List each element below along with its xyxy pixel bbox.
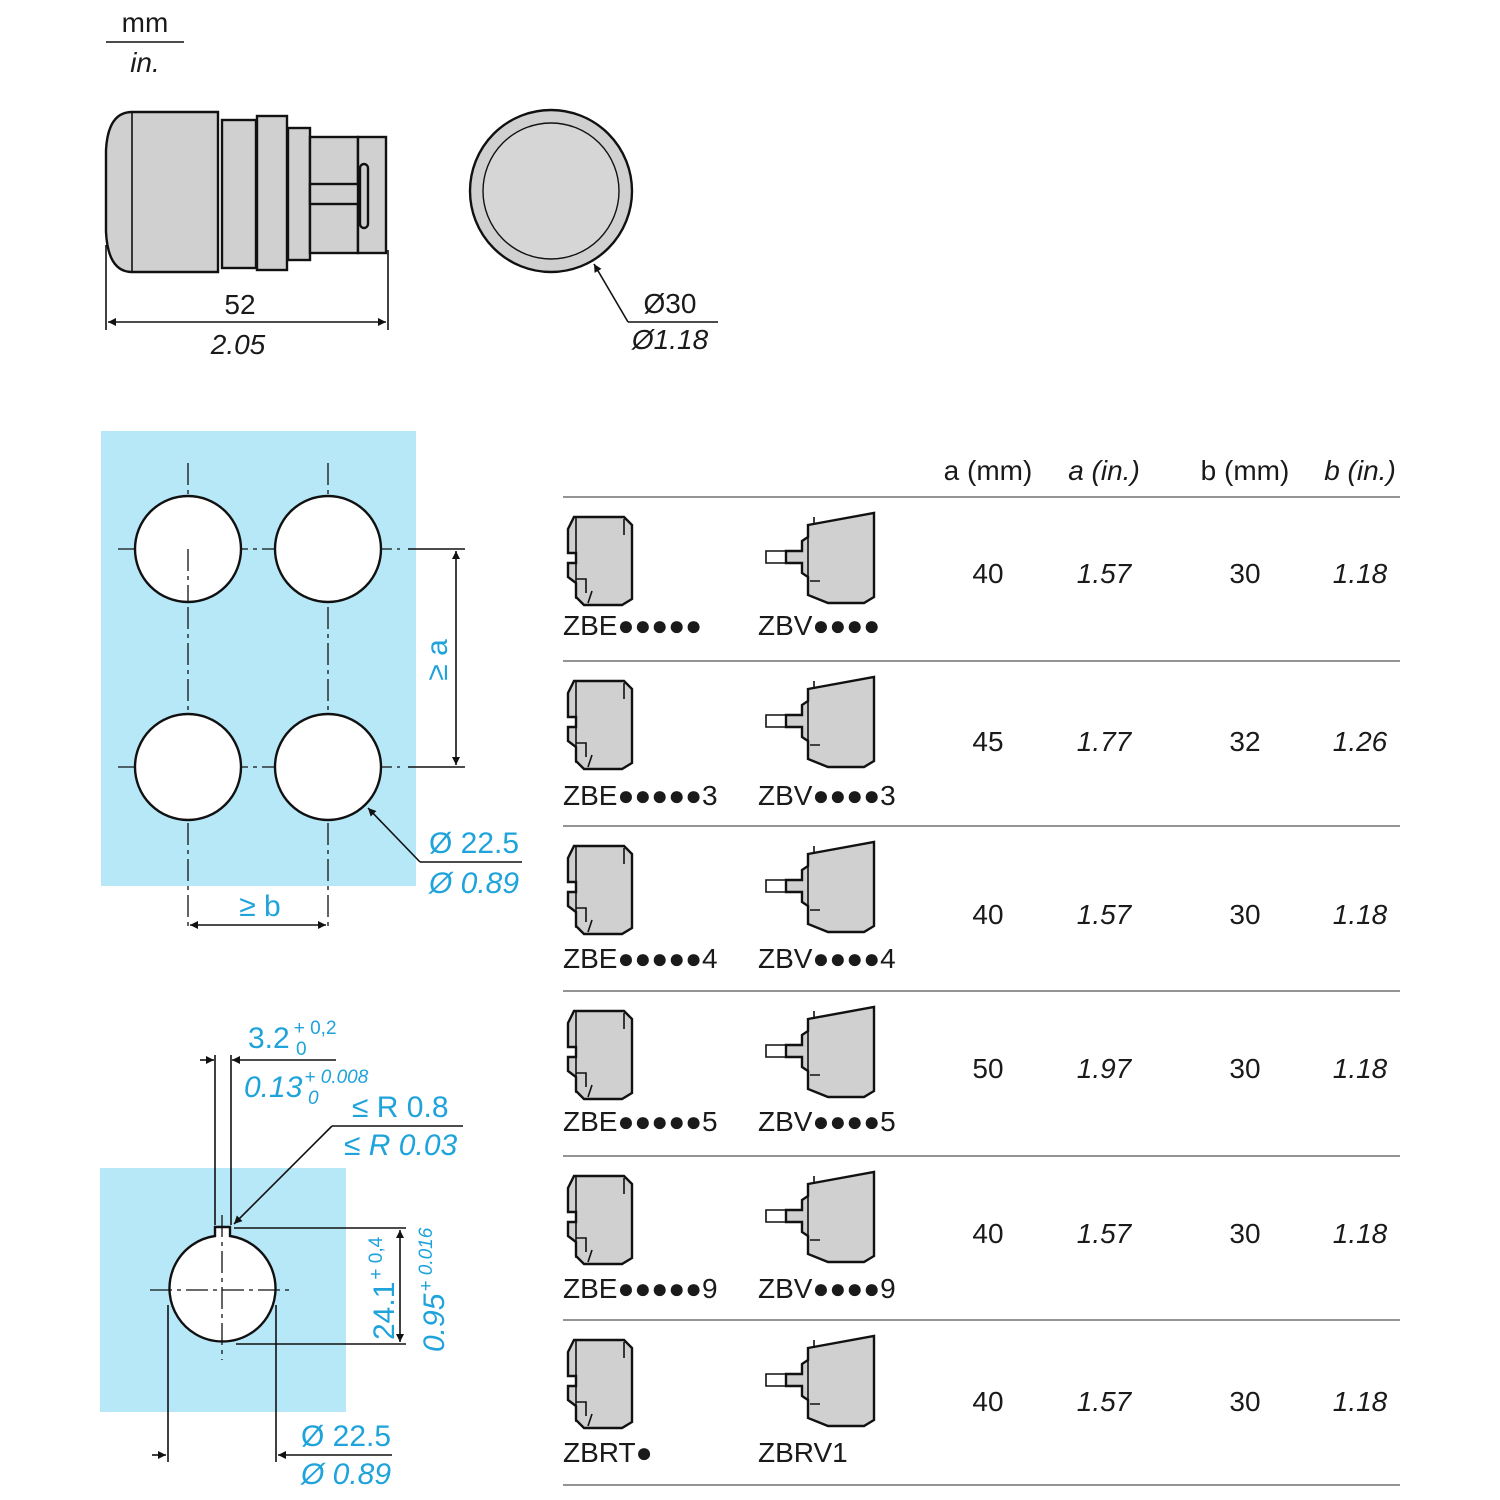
a-in-cell: 1.57 (1077, 1386, 1133, 1417)
b-in-cell: 1.18 (1333, 1386, 1388, 1417)
table-row: ZBE●●●●●5 ZBV●●●●5 50 1.97 30 1.18 (563, 1005, 1400, 1157)
spacing-b-label: ≥ b (239, 890, 280, 923)
contact-block-zbe-icon (566, 1338, 634, 1430)
contact-block-zbv-icon (764, 840, 876, 934)
b-mm-cell: 30 (1229, 1386, 1260, 1417)
front-diameter-in: Ø1.18 (631, 324, 709, 355)
block2-reference: ZBV●●●●3 (758, 780, 896, 811)
pushbutton-front-view (468, 108, 634, 274)
cutout-hole-mm: Ø 22.5 (301, 1420, 391, 1453)
table-row: ZBE●●●●●9 ZBV●●●●9 40 1.57 30 1.18 (563, 1170, 1400, 1321)
layout-hole-in: Ø 0.89 (428, 867, 519, 900)
block2-reference: ZBV●●●● (758, 610, 880, 641)
a-in-cell: 1.97 (1077, 1053, 1133, 1084)
header-a-mm: a (mm) (944, 455, 1033, 486)
header-a-in: a (in.) (1068, 455, 1140, 486)
panel-cutout-drawing (100, 1168, 346, 1412)
contact-block-zbe-icon (566, 679, 634, 771)
a-in-cell: 1.57 (1077, 899, 1133, 930)
header-b-in: b (in.) (1324, 455, 1396, 486)
a-mm-cell: 40 (972, 1386, 1003, 1417)
b-mm-cell: 30 (1229, 558, 1260, 589)
front-diameter-mm: Ø30 (644, 288, 697, 319)
unit-in: in. (130, 47, 160, 78)
block2-reference: ZBV●●●●5 (758, 1106, 896, 1137)
table-row: ZBE●●●●●4 ZBV●●●●4 40 1.57 30 1.18 (563, 840, 1400, 992)
block1-reference: ZBE●●●●●4 (563, 943, 718, 974)
table-row: ZBRT● ZBRV1 40 1.57 30 1.18 (563, 1334, 1400, 1486)
a-mm-cell: 40 (972, 1218, 1003, 1249)
a-mm-cell: 40 (972, 899, 1003, 930)
block1-reference: ZBE●●●●●5 (563, 1106, 718, 1137)
key-width-in-tol-lower: 0 (308, 1088, 319, 1109)
cutout-height-in: 0.95+ 0.016 (416, 1227, 451, 1352)
layout-hole-mm: Ø 22.5 (429, 827, 519, 860)
block2-reference: ZBV●●●●4 (758, 943, 896, 974)
contact-block-zbv-icon (764, 675, 876, 769)
b-in-cell: 1.26 (1333, 726, 1388, 757)
radius-mm: ≤ R 0.8 (352, 1091, 449, 1124)
length-in: 2.05 (210, 329, 266, 360)
contact-block-zbv-icon (764, 1170, 876, 1264)
header-b-mm: b (mm) (1201, 455, 1290, 486)
mounting-layout-drawing (101, 431, 416, 930)
spacing-a-label: ≥ a (421, 639, 454, 681)
a-in-cell: 1.77 (1077, 726, 1133, 757)
radius-in: ≤ R 0.03 (344, 1129, 458, 1162)
block1-reference: ZBE●●●●●3 (563, 780, 718, 811)
block1-reference: ZBE●●●●● (563, 610, 702, 641)
cutout-height-mm: 24.1+ 0,4 (366, 1236, 401, 1340)
b-in-cell: 1.18 (1333, 899, 1388, 930)
contact-block-zbe-icon (566, 844, 634, 936)
key-width-mm: 3.2+ 0,2 (248, 1018, 337, 1055)
table-row: ZBE●●●●●3 ZBV●●●●3 45 1.77 32 1.26 (563, 675, 1400, 827)
b-in-cell: 1.18 (1333, 1053, 1388, 1084)
table-row: ZBE●●●●● ZBV●●●● 40 1.57 30 1.18 (563, 511, 1400, 662)
b-mm-cell: 32 (1229, 726, 1260, 757)
a-mm-cell: 45 (972, 726, 1003, 757)
a-mm-cell: 40 (972, 558, 1003, 589)
a-in-cell: 1.57 (1077, 558, 1133, 589)
key-width-in: 0.13+ 0.008 (244, 1067, 369, 1104)
contact-block-zbe-icon (566, 1009, 634, 1101)
block2-reference: ZBV●●●●9 (758, 1273, 896, 1304)
length-mm: 52 (224, 289, 255, 320)
b-mm-cell: 30 (1229, 899, 1260, 930)
contact-block-zbv-icon (764, 511, 876, 605)
b-mm-cell: 30 (1229, 1053, 1260, 1084)
contact-block-zbv-icon (764, 1005, 876, 1099)
b-in-cell: 1.18 (1333, 558, 1388, 589)
b-mm-cell: 30 (1229, 1218, 1260, 1249)
block1-reference: ZBE●●●●●9 (563, 1273, 718, 1304)
contact-block-zbe-icon (566, 515, 634, 607)
table-header: a (mm) a (in.) b (mm) b (in.) (944, 455, 1396, 486)
block1-reference: ZBRT● (563, 1437, 653, 1468)
key-width-mm-tol-lower: 0 (296, 1039, 307, 1060)
b-in-cell: 1.18 (1333, 1218, 1388, 1249)
a-in-cell: 1.57 (1077, 1218, 1133, 1249)
unit-mm: mm (122, 7, 169, 38)
block2-reference: ZBRV1 (758, 1437, 848, 1468)
a-mm-cell: 50 (972, 1053, 1003, 1084)
contact-block-zbe-icon (566, 1174, 634, 1266)
cutout-hole-in: Ø 0.89 (300, 1458, 391, 1491)
pushbutton-side-view (104, 110, 388, 274)
contact-block-zbv-icon (764, 1334, 876, 1428)
